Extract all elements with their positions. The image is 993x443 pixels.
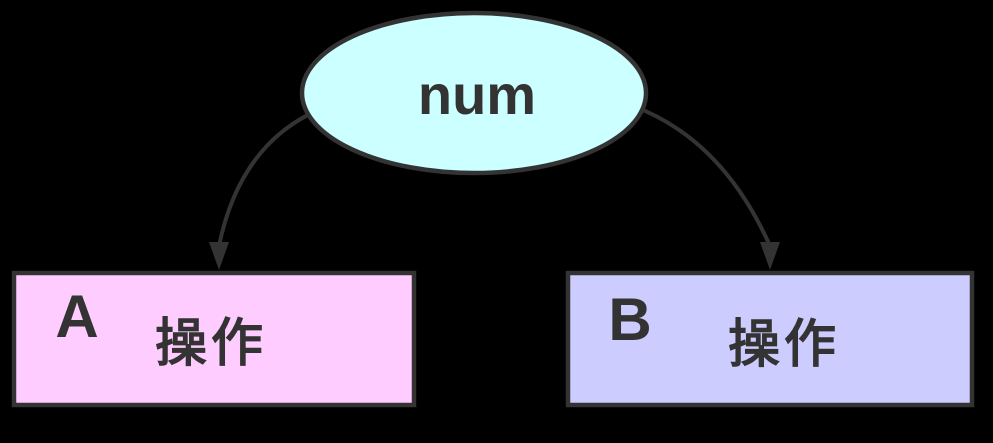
- box-a-letter: A: [55, 283, 98, 350]
- box-b-letter: B: [608, 286, 651, 353]
- box-b-label: 操作: [728, 316, 840, 374]
- box-b: B 操作: [565, 270, 975, 408]
- arrowhead-toward-box-b-icon: [760, 242, 780, 270]
- arrowhead-toward-box-a-icon: [209, 242, 229, 270]
- num-ellipse: [299, 10, 649, 176]
- num-label: num: [418, 63, 536, 126]
- num-node: num: [299, 10, 649, 176]
- box-a-rect: [11, 270, 417, 408]
- box-b-rect: [565, 270, 975, 408]
- box-a-label: 操作: [155, 315, 267, 373]
- box-a: A 操作: [11, 270, 417, 408]
